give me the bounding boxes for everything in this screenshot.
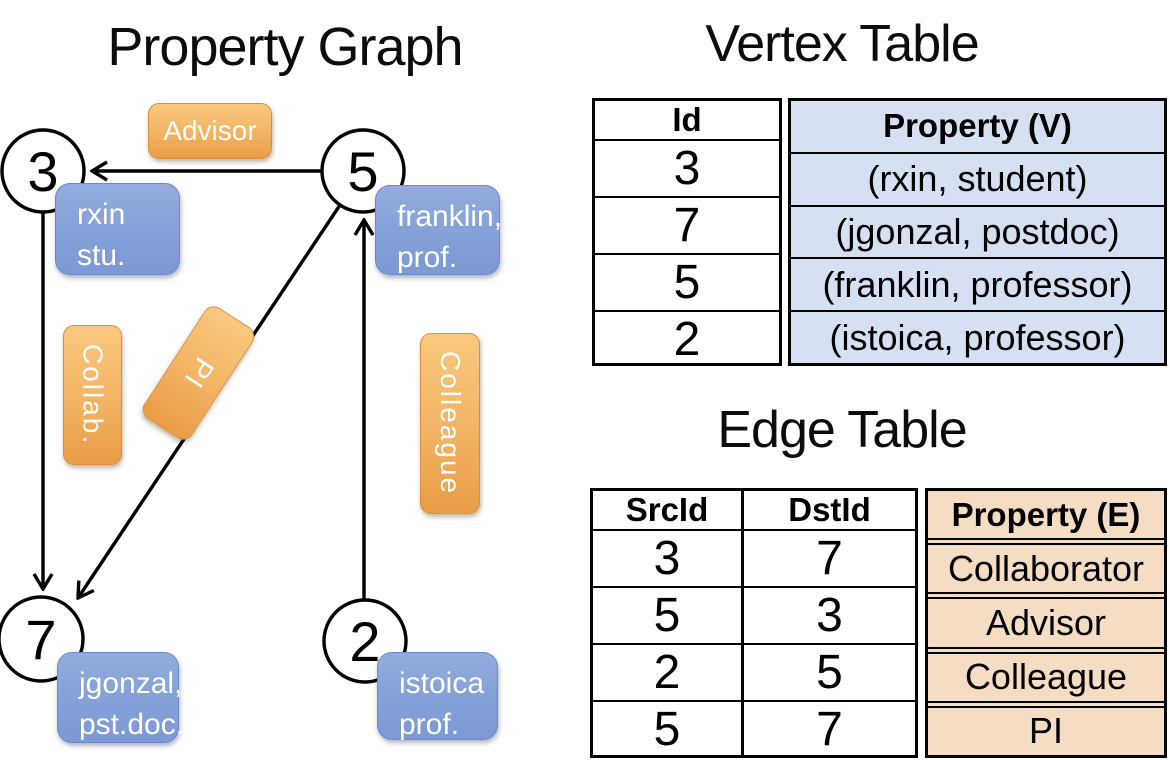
edge-table-row-property: PI xyxy=(928,705,1164,756)
edge-table-row-dst: 7 xyxy=(741,702,915,757)
vertex-id-5: 5 xyxy=(347,139,379,203)
edge-table-row-property: Colleague xyxy=(928,651,1164,703)
vertex-prop-5-line1: franklin, xyxy=(397,200,503,233)
vertex-table-header-id: Id xyxy=(672,101,702,138)
vertex-table-id-column: Id 3 7 5 2 xyxy=(592,98,782,366)
edge-table-row-src: 2 xyxy=(653,646,681,699)
edge-label-collab: Collab. xyxy=(63,325,122,465)
vertex-table-row-property: (istoica, professor) xyxy=(791,310,1164,363)
vertex-prop-box-3: rxin stu. xyxy=(55,183,180,275)
vertex-table-row-id: 3 xyxy=(595,139,779,196)
vertex-table-row-id: 5 xyxy=(595,253,779,310)
property-graph-title: Property Graph xyxy=(107,17,463,77)
vertex-id-2: 2 xyxy=(349,609,381,673)
vertex-id-7: 7 xyxy=(25,607,57,671)
edge-table-header-dst: DstId xyxy=(741,491,915,529)
vertex-table-property-column: Property (V) (rxin, student) (jgonzal, p… xyxy=(788,98,1167,366)
edge-table-property-column: Property (E) Collaborator Advisor Collea… xyxy=(925,488,1167,758)
edge-table-row-dst: 3 xyxy=(741,588,915,643)
edge-label-colleague: Colleague xyxy=(420,333,480,514)
vertex-prop-5-line2: prof. xyxy=(397,240,458,274)
vertex-table-row-id: 7 xyxy=(595,196,779,253)
vertex-prop-3-line2: stu. xyxy=(77,238,126,272)
vertex-prop-box-7: jgonzal, pst.doc. xyxy=(57,652,185,743)
edge-table-row-dst: 7 xyxy=(741,531,915,586)
edge-table-row-src: 5 xyxy=(653,703,681,756)
vertex-prop-box-5: franklin, prof. xyxy=(375,185,503,275)
edge-table-row-dst: 5 xyxy=(741,645,915,700)
vertex-table-row-id: 2 xyxy=(595,310,779,367)
vertex-id-3: 3 xyxy=(27,139,59,203)
edge-table-row-src: 5 xyxy=(653,589,681,642)
edge-table-header-src: SrcId xyxy=(625,491,709,528)
vertex-table-header-property: Property (V) xyxy=(791,101,1164,152)
vertex-prop-7-line1: jgonzal, xyxy=(79,667,183,700)
vertex-prop-7-line2: pst.doc. xyxy=(79,707,185,741)
vertex-prop-box-2: istoica prof. xyxy=(377,652,498,741)
edge-table-header-property: Property (E) xyxy=(928,491,1164,541)
vertex-prop-2-line2: prof. xyxy=(399,707,460,741)
edge-table-id-columns: SrcId DstId 3 7 5 3 2 5 5 7 xyxy=(590,488,918,758)
vertex-table-row-property: (rxin, student) xyxy=(791,151,1164,205)
edge-table-row-src: 3 xyxy=(653,532,681,585)
edge-table-row-property: Collaborator xyxy=(928,543,1164,595)
edge-table-title: Edge Table xyxy=(717,401,967,459)
edge-table-row-property: Advisor xyxy=(928,597,1164,649)
vertex-table-row-property: (franklin, professor) xyxy=(791,257,1164,311)
edge-label-advisor: Advisor xyxy=(148,103,272,159)
vertex-prop-3-line1: rxin xyxy=(77,198,126,231)
vertex-table-row-property: (jgonzal, postdoc) xyxy=(791,204,1164,258)
vertex-prop-2-line1: istoica xyxy=(399,667,485,700)
vertex-table-title: Vertex Table xyxy=(705,15,979,73)
